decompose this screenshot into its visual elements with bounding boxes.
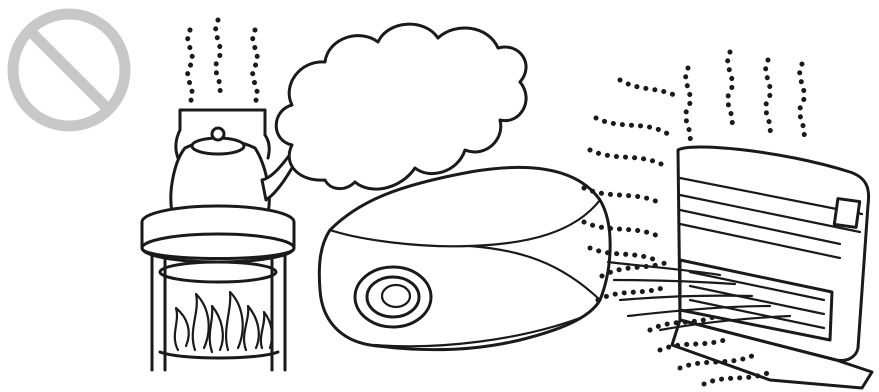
flame-icon bbox=[175, 292, 272, 352]
prohibited-slash bbox=[30, 31, 108, 109]
steam-cloud-icon bbox=[276, 24, 526, 189]
heater-icon bbox=[672, 147, 872, 388]
kettle-heat-waves-icon bbox=[188, 20, 258, 102]
projector-icon bbox=[319, 167, 610, 349]
prohibited-icon bbox=[13, 14, 125, 126]
heater-heat-waves-icon bbox=[686, 52, 805, 146]
